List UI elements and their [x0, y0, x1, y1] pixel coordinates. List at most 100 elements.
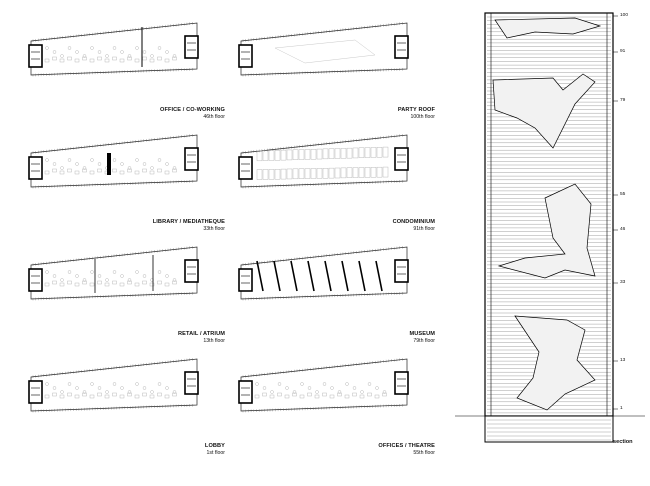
furniture [52, 50, 57, 54]
unit-cell [310, 149, 317, 160]
furniture [172, 54, 177, 58]
void-shape [497, 183, 596, 279]
furniture [172, 166, 177, 170]
interior [44, 270, 177, 287]
furniture [149, 394, 155, 399]
plan-offices-theatre: OFFICES / THEATRE 55th floor [235, 351, 435, 486]
furniture [119, 394, 125, 399]
unit-cell [316, 148, 323, 160]
furniture [67, 280, 72, 285]
furniture [74, 282, 80, 287]
furniture [135, 270, 139, 274]
unit-cell [364, 147, 371, 158]
unit-cell [280, 168, 287, 180]
furniture [112, 46, 117, 50]
furniture [322, 392, 327, 397]
furniture [352, 392, 357, 397]
wall-stroke [375, 260, 383, 292]
core [184, 371, 199, 395]
section-label: section [613, 439, 633, 445]
furniture [97, 162, 102, 166]
furniture [314, 394, 320, 399]
unit-cell [358, 147, 365, 158]
level-label: 79 [620, 98, 626, 103]
floor-plan-drawing [28, 358, 199, 413]
floor-plan-drawing [28, 134, 199, 189]
furniture [52, 392, 57, 397]
furniture [52, 168, 57, 173]
furniture [135, 46, 139, 50]
furniture [52, 280, 57, 285]
furniture [60, 54, 64, 58]
furniture [127, 166, 132, 170]
furniture [97, 274, 102, 278]
furniture [59, 58, 65, 63]
furniture [105, 278, 109, 282]
furniture [90, 158, 94, 162]
unit-cell [358, 167, 365, 178]
furniture [134, 58, 140, 63]
furniture [284, 394, 290, 399]
unit-cell [274, 150, 281, 161]
furniture [150, 54, 154, 58]
unit-cell [382, 146, 389, 158]
unit-cell [322, 168, 329, 179]
plan-retail: RETAIL / ATRIUM 13th floor [25, 239, 225, 374]
furniture [164, 58, 170, 63]
unit-cell [256, 169, 263, 180]
core [184, 35, 199, 59]
furniture [344, 394, 350, 399]
void-shape [494, 17, 602, 39]
unit-cell [286, 149, 293, 161]
shelf-block [107, 153, 111, 175]
interior [274, 39, 376, 64]
unit-cell [298, 149, 305, 160]
unit-cell [286, 168, 293, 180]
furniture [337, 390, 342, 394]
level-label: 91 [620, 49, 626, 54]
furniture [67, 392, 72, 397]
furniture [82, 278, 87, 282]
furniture [157, 168, 162, 173]
furniture [90, 46, 94, 50]
furniture [164, 170, 170, 175]
floor-plan-drawing [28, 246, 199, 301]
furniture [97, 56, 102, 61]
furniture [52, 162, 57, 166]
furniture [89, 394, 95, 399]
furniture [67, 270, 72, 274]
furniture [82, 390, 87, 394]
furniture [89, 58, 95, 63]
unit-cell [352, 167, 359, 178]
unit-cell [268, 169, 275, 180]
furniture [374, 394, 380, 399]
wall-stroke [324, 260, 332, 292]
furniture [135, 158, 139, 162]
interior [44, 382, 177, 399]
unit-cell [304, 168, 311, 179]
level-label: 55 [620, 192, 626, 197]
furniture [157, 56, 162, 61]
wall-stroke [290, 260, 298, 292]
core [238, 380, 253, 404]
furniture [52, 386, 57, 390]
furniture [157, 382, 162, 386]
furniture [120, 274, 124, 278]
furniture [104, 282, 110, 287]
furniture [120, 386, 124, 390]
plan-condominium: CONDOMINIUM 91th floor [235, 127, 435, 262]
furniture [74, 394, 80, 399]
unit-cell [292, 149, 299, 160]
furniture [292, 390, 297, 394]
furniture [142, 386, 147, 390]
furniture [172, 390, 177, 394]
furniture [285, 386, 289, 390]
foundation [484, 415, 614, 443]
wall-stroke [256, 260, 264, 292]
plan-museum: MUSEUM 79th floor [235, 239, 435, 374]
furniture [150, 166, 154, 170]
unit-cell [334, 148, 341, 159]
core [394, 371, 409, 395]
unit-cell [322, 148, 329, 160]
furniture [97, 168, 102, 173]
